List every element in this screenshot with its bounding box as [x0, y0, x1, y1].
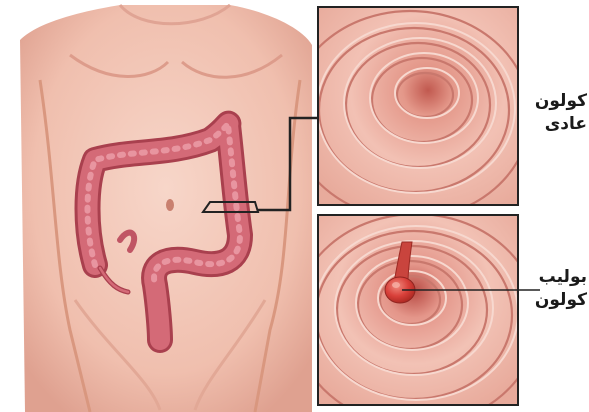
normal-colon-label: كولون عادى	[535, 90, 587, 136]
colon-polyp-label-line2: كولون	[535, 289, 587, 312]
colon-polyp-label-line1: بوليب	[535, 266, 587, 289]
colon-polyp-label: بوليب كولون	[535, 266, 587, 312]
normal-colon-label-line2: عادى	[535, 113, 587, 136]
polyp-panel	[294, 214, 538, 412]
normal-colon-panel	[290, 7, 530, 219]
normal-colon-label-line1: كولون	[535, 90, 587, 113]
